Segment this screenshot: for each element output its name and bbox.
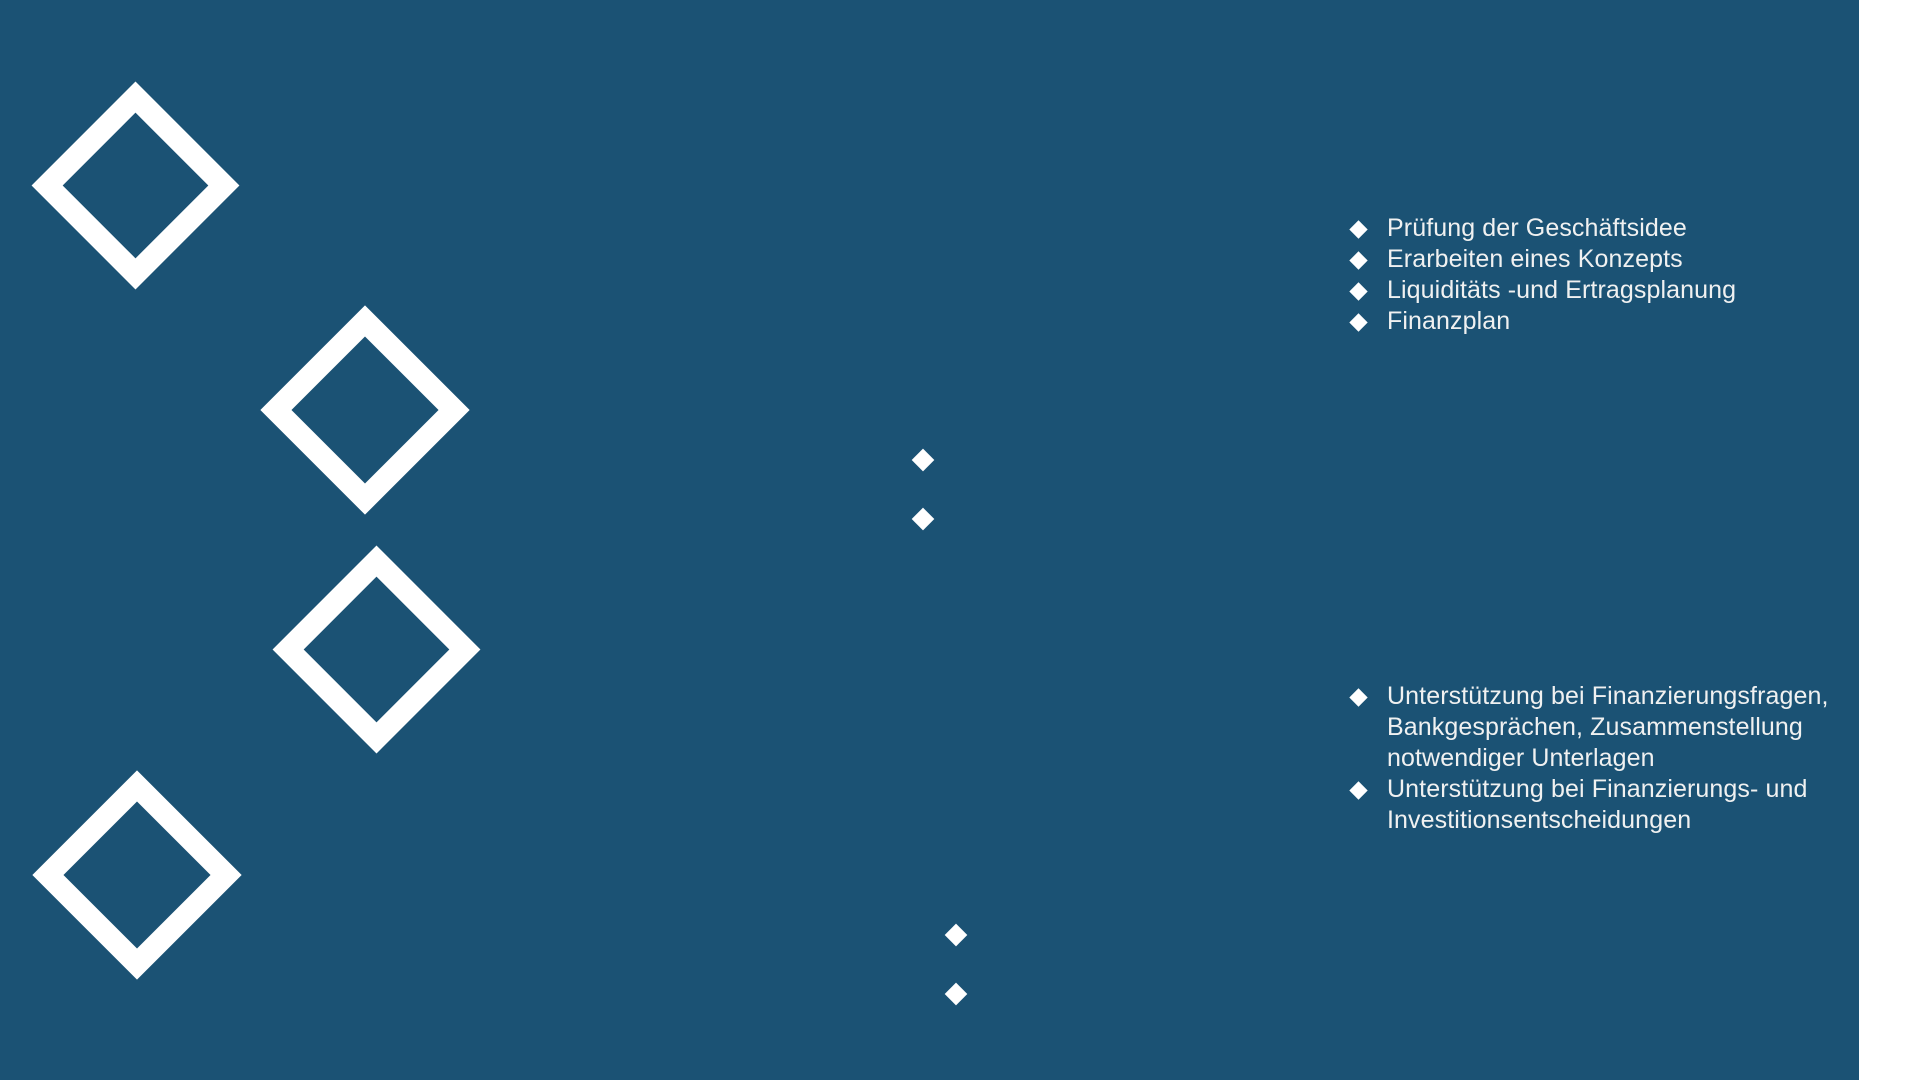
diamond-bullet-icon <box>1349 220 1368 239</box>
list-item-label: Erarbeiten eines Konzepts <box>1387 245 1683 273</box>
list-item: Unterstützung bei Finanzierungsfragen, B… <box>1349 681 1832 774</box>
diamond-bullet-icon <box>1349 688 1368 707</box>
bullet-list-1: Prüfung der Geschäftsidee Erarbeiten ein… <box>1349 213 1822 337</box>
list-item-label: Liquiditäts -und Ertragsplanung <box>1387 276 1737 304</box>
bullet-list-2: Unterstützung bei Finanzierungsfragen, B… <box>1349 681 1832 836</box>
list-item-label: Unterstützung bei Finanzierungsfragen, B… <box>1387 682 1829 772</box>
background-panel <box>0 0 1859 1080</box>
diamond-bullet-icon <box>1349 282 1368 301</box>
list-item: Unterstützung bei Finanzierungs- und Inv… <box>1349 774 1832 836</box>
list-item: Erarbeiten eines Konzepts <box>1349 244 1822 275</box>
list-item-label: Finanzplan <box>1387 307 1511 335</box>
content-block-1: Prüfung der Geschäftsidee Erarbeiten ein… <box>1349 213 1822 337</box>
diamond-bullet-icon <box>1349 781 1368 800</box>
diamond-bullet-icon <box>1349 251 1368 270</box>
diamond-bullet-icon <box>1349 313 1368 332</box>
list-item: Liquiditäts -und Ertragsplanung <box>1349 275 1822 306</box>
list-item: Finanzplan <box>1349 306 1822 337</box>
list-item-label: Prüfung der Geschäftsidee <box>1387 214 1687 242</box>
list-item: Prüfung der Geschäftsidee <box>1349 213 1822 244</box>
content-block-2: Unterstützung bei Finanzierungsfragen, B… <box>1349 681 1832 836</box>
list-item-label: Unterstützung bei Finanzierungs- und Inv… <box>1387 775 1808 834</box>
